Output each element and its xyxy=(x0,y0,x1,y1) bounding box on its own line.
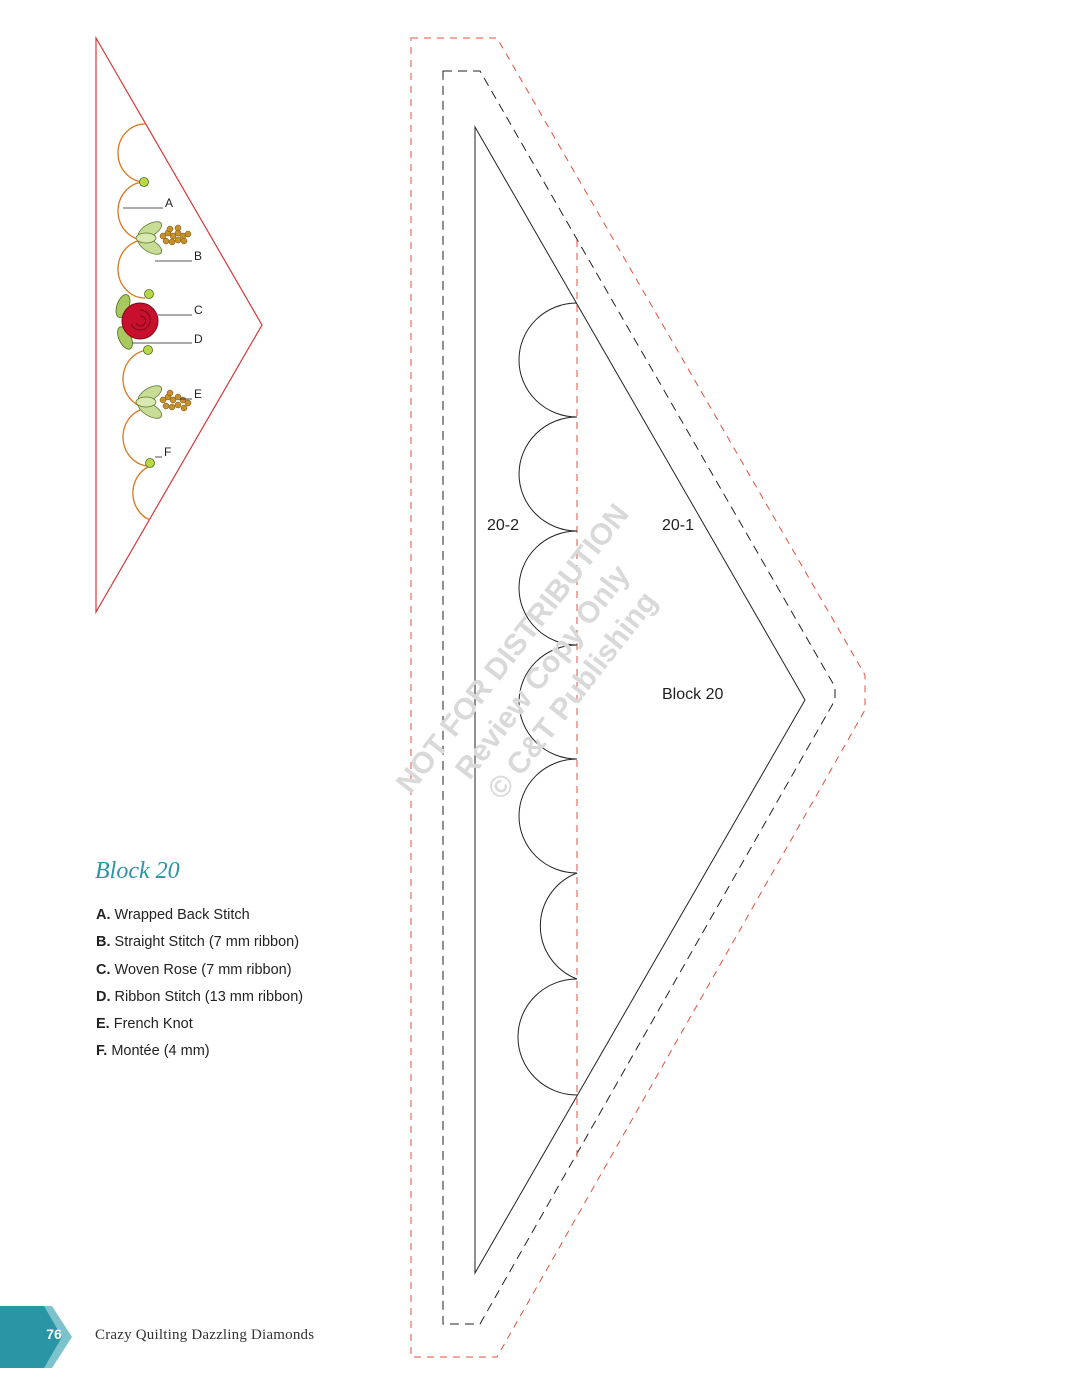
diagram-triangle-outline xyxy=(95,35,263,615)
page-number: 76 xyxy=(46,1326,62,1342)
legend-key: F. xyxy=(96,1043,108,1060)
green-knot-group xyxy=(139,177,155,468)
callout-c: C xyxy=(194,303,203,317)
piece-label-20-1: 20-1 xyxy=(662,517,694,534)
pattern-template: 20-2 20-1 Block 20 xyxy=(410,37,866,1358)
stitch-diagram: A B C D E F xyxy=(95,35,263,615)
legend-text: Ribbon Stitch (13 mm ribbon) xyxy=(114,988,304,1005)
legend-title: Block 20 xyxy=(95,858,180,884)
legend-key: D. xyxy=(96,988,111,1005)
legend-text: French Knot xyxy=(113,1016,193,1033)
legend-text: Wrapped Back Stitch xyxy=(114,907,250,923)
callout-b: B xyxy=(194,249,202,263)
legend-item: C. Woven Rose (7 mm ribbon) xyxy=(96,957,303,984)
flower-cluster-b xyxy=(135,221,192,255)
legend-key: A. xyxy=(96,907,111,923)
footer-book-title: Crazy Quilting Dazzling Diamonds xyxy=(95,1327,315,1343)
woven-rose xyxy=(115,294,159,350)
seam-allowance-line xyxy=(442,70,836,1325)
legend-item: E. French Knot xyxy=(96,1011,303,1038)
legend-item: A. Wrapped Back Stitch xyxy=(96,902,303,929)
legend-key: C. xyxy=(96,961,111,978)
legend-item: D. Ribbon Stitch (13 mm ribbon) xyxy=(96,984,303,1011)
legend-text: Montée (4 mm) xyxy=(111,1043,210,1060)
page-number-tab xyxy=(0,1306,72,1368)
legend-item: B. Straight Stitch (7 mm ribbon) xyxy=(96,929,303,956)
callout-leaders xyxy=(123,207,192,458)
scallop-edge xyxy=(517,302,578,1096)
callout-d: D xyxy=(194,332,203,346)
legend-key: B. xyxy=(96,934,111,951)
piece-label-20-2: 20-2 xyxy=(487,517,519,534)
legend-key: E. xyxy=(96,1016,110,1033)
finished-block-outline xyxy=(474,125,806,1275)
watermark: NOT FOR DISTRIBUTION Review Copy Only © … xyxy=(390,498,664,806)
scallop-stitch-line xyxy=(117,123,151,521)
callout-e: E xyxy=(194,387,202,401)
stitch-legend: A. Wrapped Back Stitch B. Straight Stitc… xyxy=(96,902,303,1066)
callout-f: F xyxy=(164,445,171,459)
block-label: Block 20 xyxy=(662,686,723,703)
legend-text: Straight Stitch (7 mm ribbon) xyxy=(114,934,300,951)
flower-cluster-e xyxy=(135,385,192,419)
legend-item: F. Montée (4 mm) xyxy=(96,1038,303,1065)
legend-text: Woven Rose (7 mm ribbon) xyxy=(114,961,292,978)
callout-a: A xyxy=(165,196,173,210)
